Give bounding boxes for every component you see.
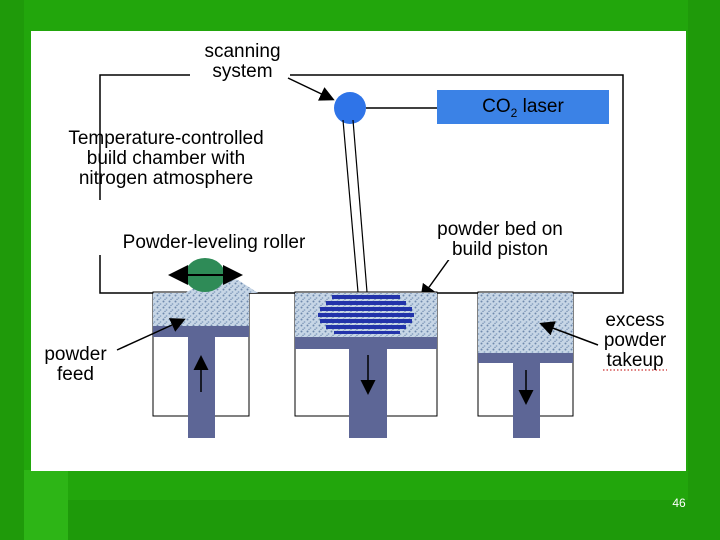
- powder-bed-label: powder bed on build piston: [420, 220, 580, 260]
- takeup-powder: [478, 293, 573, 353]
- chamber-outline: [99, 74, 624, 294]
- takeup-piston-plate: [478, 353, 573, 363]
- background-stripe: [688, 0, 720, 540]
- feed-powder: [153, 293, 249, 326]
- powder-bed-pointer: [420, 257, 451, 300]
- fused-part: [318, 295, 414, 334]
- powder-feed-pointer: [116, 318, 186, 351]
- build-chamber-label: Temperature-controlled build chamber wit…: [68, 128, 264, 189]
- excess-powder-label: excess powder takeup: [603, 310, 667, 371]
- chamber-outline: [99, 74, 190, 200]
- laser-beam: [352, 119, 368, 293]
- scanning-system-label: scanning system: [204, 41, 281, 82]
- leveling-roller-label: Powder-leveling roller: [106, 233, 322, 253]
- co2-laser-label: CO2 laser: [437, 90, 609, 124]
- laser-beam: [342, 119, 359, 293]
- background-stripe: [0, 0, 24, 540]
- powder-feed-label: powder feed: [44, 344, 107, 385]
- scanner-mirror: [334, 92, 366, 124]
- scanning-system-pointer: [287, 77, 335, 101]
- build-piston-plate: [295, 337, 437, 349]
- excess-powder-pointer: [539, 321, 599, 346]
- slide-number: 46: [672, 496, 686, 510]
- background-stripe: [68, 500, 720, 540]
- feed-piston-plate: [153, 326, 249, 337]
- background-stripe: [24, 470, 68, 540]
